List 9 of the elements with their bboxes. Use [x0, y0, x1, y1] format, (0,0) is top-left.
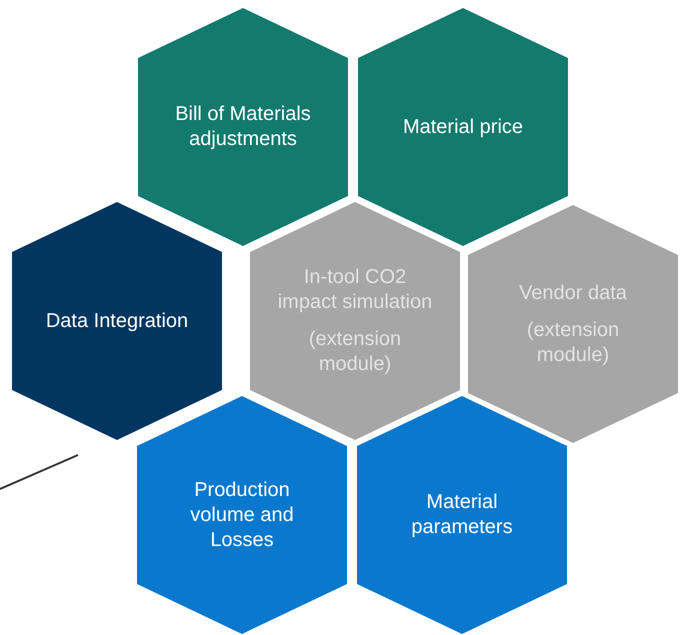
- hexagon-note: (extension module): [308, 327, 402, 377]
- hexagon-label: Bill of Materials adjustments: [174, 102, 312, 152]
- hexagon-label: Vendor data: [519, 280, 627, 306]
- hexagon-label: Data Integration: [46, 308, 188, 334]
- hexagon-note: (extension module): [526, 318, 620, 368]
- hexagon-label: Material parameters: [410, 490, 514, 540]
- hexagon-label: Production volume and Losses: [189, 478, 295, 552]
- hexagon-label: In-tool CO2 impact simulation: [276, 265, 434, 315]
- hexagon-label: Material price: [402, 114, 524, 140]
